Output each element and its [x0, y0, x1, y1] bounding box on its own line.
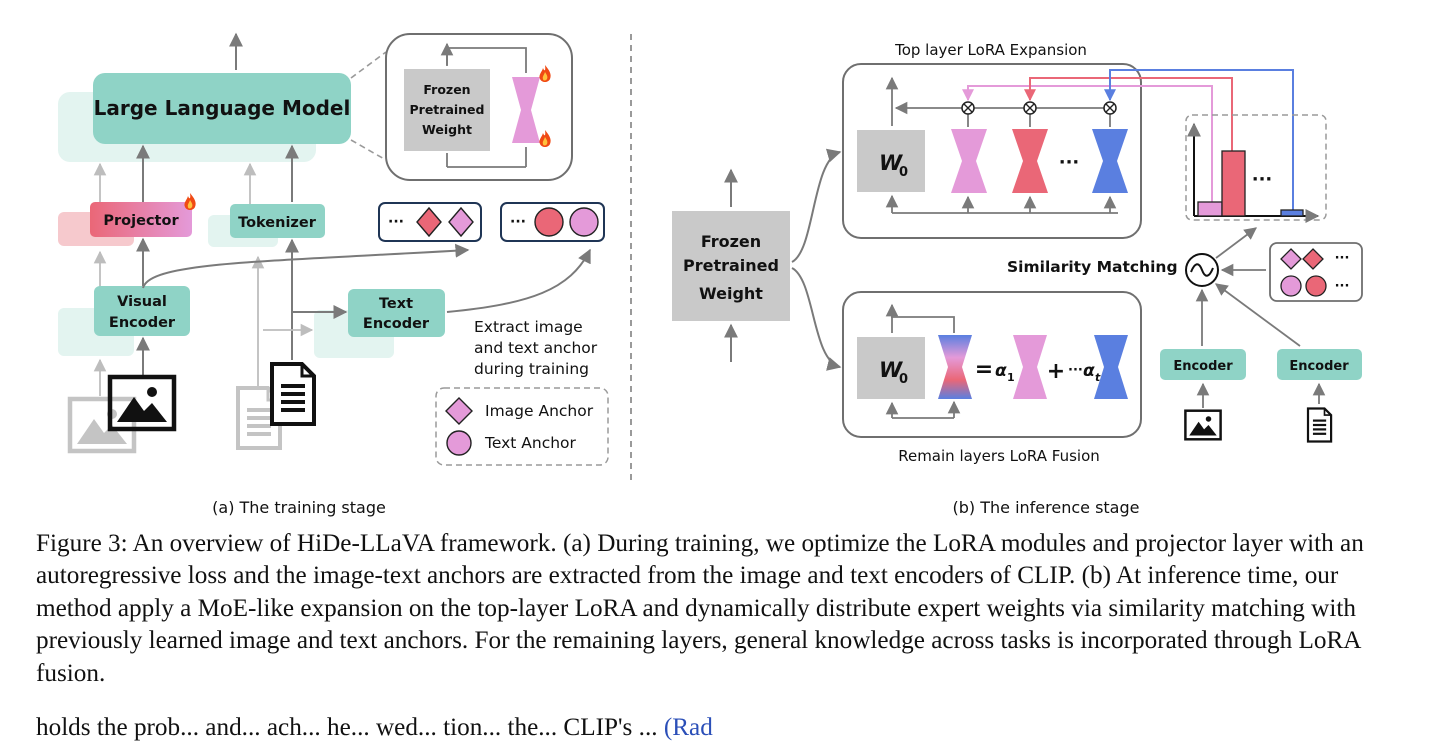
frozen-weight-box: [404, 69, 490, 151]
image-anchor-diamond-red: [416, 206, 442, 238]
frozen-weight-line2: Pretrained: [410, 102, 485, 117]
fusion-lora-pink: [1013, 335, 1047, 399]
frozen-pretrained-line2: Pretrained: [683, 256, 779, 275]
training-stage-caption: (a) The training stage: [212, 498, 386, 517]
tokenizer-box: [230, 204, 325, 238]
legend-image-anchor-swatch: [445, 397, 473, 425]
multiply-icon: [961, 101, 975, 115]
image-encoder-box: [1160, 349, 1246, 380]
multiply-icon: [1023, 101, 1037, 115]
similarity-icon: [1185, 253, 1219, 287]
stored-text-anchor-red: [1305, 275, 1327, 297]
histogram-ellipsis: ···: [1252, 169, 1273, 190]
stored-image-anchor-ellipsis: ···: [1335, 251, 1350, 266]
multiply-icon: [1103, 101, 1117, 115]
lora-expert-pink: [951, 129, 987, 193]
inference-document-icon: [1306, 407, 1333, 443]
lora-module-zoom: [512, 77, 540, 143]
alpha-1-symbol: α: [995, 361, 1007, 381]
alpha-1-sub: 1: [1007, 371, 1015, 384]
image-input-icon-shadow: [70, 399, 134, 451]
fusion-equals: =: [975, 357, 993, 382]
tokenizer-label: Tokenizer: [238, 215, 317, 231]
alpha-t-sub: t: [1095, 371, 1101, 384]
text-encoder-box: [348, 289, 445, 337]
legend-image-anchor-label: Image Anchor: [485, 402, 594, 420]
expert-weight-chart-frame: [1185, 114, 1327, 221]
visual-encoder-line2: Encoder: [109, 315, 176, 331]
fusion-lora-blue: [1094, 335, 1128, 399]
anchor-note-line3: during training: [474, 360, 589, 378]
image-anchor-diamond-pink: [448, 206, 474, 238]
alpha-t-symbol: α: [1083, 361, 1095, 381]
top-w0-label: W: [879, 151, 903, 175]
blue-weight-route: [1104, 69, 1294, 210]
text-encoder-line2: Encoder: [363, 316, 430, 332]
frozen-weight-line3: Weight: [422, 122, 472, 137]
frozen-pretrained-line3: Weight: [699, 284, 763, 303]
image-anchor-flow: [142, 243, 470, 289]
inference-image-icon: [1184, 409, 1222, 441]
stored-image-anchor-pink: [1280, 248, 1302, 270]
trainable-flame-icon: [184, 193, 196, 210]
legend-text-anchor-label: Text Anchor: [484, 434, 577, 452]
visual-encoder-box: [94, 286, 190, 336]
lora-expert-red: [1012, 129, 1048, 193]
projector-box: [90, 202, 192, 237]
anchor-note-line1: Extract image: [474, 318, 583, 336]
text-encoder-label-inference: Encoder: [1289, 359, 1349, 374]
similarity-matching-label: Similarity Matching: [1007, 258, 1178, 276]
training-stage-panel: Large Language Model Frozen Pretrained W…: [58, 32, 609, 517]
bottom-w0-sub: 0: [899, 372, 908, 387]
expert-weight-bar-pink: [1197, 201, 1223, 217]
fused-lora-module: [938, 335, 972, 399]
image-input-icon: [110, 377, 174, 429]
stored-text-anchor-pink: [1280, 275, 1302, 297]
body-text-fragment: holds the prob... and... ach... he... we…: [36, 712, 1404, 742]
top-w0-box: [857, 130, 925, 192]
text-encoder-box-inference: [1277, 349, 1362, 380]
framework-figure: Large Language Model Frozen Pretrained W…: [58, 32, 1363, 517]
text-anchor-flow: [446, 248, 591, 313]
expert-weight-bar-red: [1221, 150, 1246, 217]
bottom-w0-label: W: [879, 358, 903, 382]
zoom-line-top: [350, 51, 387, 79]
zoom-line-bottom: [350, 139, 387, 161]
bottom-w0-box: [857, 337, 925, 399]
remain-layers-title: Remain layers LoRA Fusion: [898, 447, 1100, 465]
text-anchor-circle-pink: [569, 207, 599, 237]
fusion-plus: +: [1047, 359, 1065, 384]
text-anchor-ellipsis: ···: [510, 214, 526, 230]
fusion-ellipsis: ···: [1068, 363, 1083, 378]
expert-weight-bar-blue: [1280, 209, 1304, 217]
frozen-pretrained-line1: Frozen: [701, 232, 761, 251]
text-encoder-line1: Text: [379, 296, 413, 312]
anchor-note-line2: and text anchor: [474, 339, 598, 357]
visual-encoder-line1: Visual: [117, 294, 167, 310]
image-anchor-ellipsis: ···: [388, 214, 404, 230]
large-language-model-box: [93, 73, 351, 144]
lora-expert-blue: [1092, 129, 1128, 193]
top-layer-title: Top layer LoRA Expansion: [894, 41, 1087, 59]
projector-label: Projector: [103, 213, 179, 229]
llm-label: Large Language Model: [94, 96, 351, 120]
inference-stage-panel: Frozen Pretrained Weight Top layer LoRA …: [672, 41, 1363, 517]
frozen-pretrained-weight-box: [672, 211, 790, 321]
text-input-icon: [270, 362, 316, 426]
image-encoder-label: Encoder: [1173, 359, 1233, 374]
text-anchor-circle-red: [534, 207, 564, 237]
frozen-weight-line1: Frozen: [423, 82, 470, 97]
expert-ellipsis: ···: [1059, 152, 1080, 173]
figure-caption: Figure 3: An overview of HiDe-LLaVA fram…: [36, 530, 1364, 687]
stored-image-anchor-red: [1302, 248, 1324, 270]
anchor-legend: [435, 387, 609, 466]
legend-text-anchor-swatch: [446, 430, 472, 456]
top-w0-sub: 0: [899, 165, 908, 180]
inference-stage-caption: (b) The inference stage: [953, 498, 1140, 517]
remain-layers-fusion-panel: [842, 291, 1142, 438]
pink-weight-route: [962, 85, 1213, 204]
stored-text-anchor-ellipsis: ···: [1335, 279, 1350, 294]
